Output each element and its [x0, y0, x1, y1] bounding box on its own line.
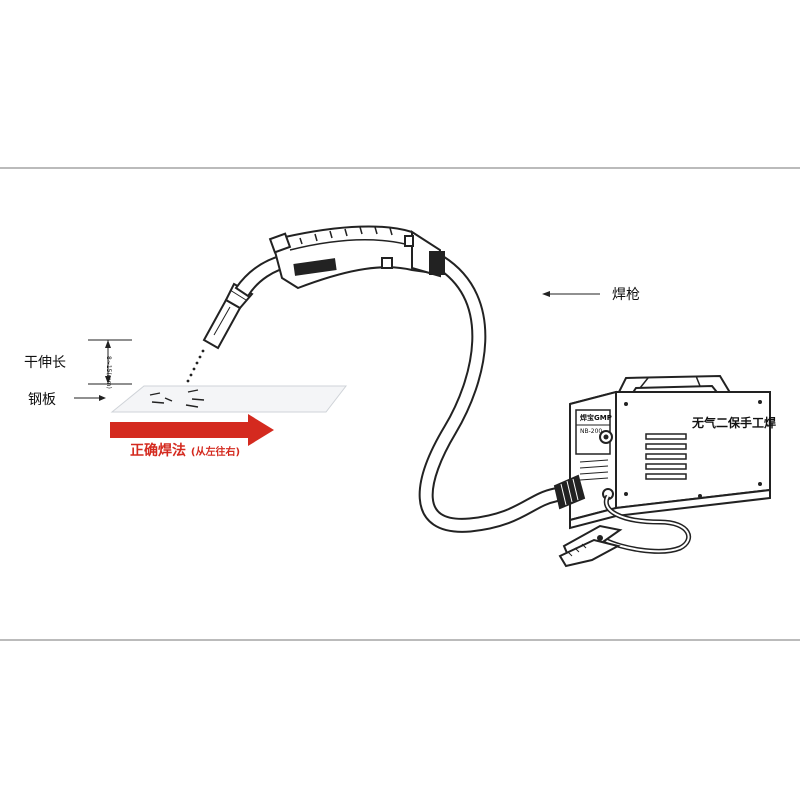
machine-brand: 焊宝GMP: [580, 414, 612, 422]
machine-model: NB-200: [580, 428, 603, 435]
stickout-dimension: [88, 339, 132, 385]
gun-label: 焊枪: [612, 287, 640, 303]
stickout-label: 干伸长: [24, 355, 66, 371]
direction-arrow: [110, 414, 274, 446]
stickout-range-label: 8~15(mm): [105, 356, 112, 389]
gun-pointer-arrow: [542, 291, 600, 297]
steel-plate: [110, 385, 348, 413]
hose: [418, 254, 563, 533]
plate-pointer-arrow: [74, 395, 106, 401]
correct-method-note: (从左往右): [190, 447, 241, 458]
correct-method-text: 正确焊法: [130, 443, 186, 459]
welding-machine: [553, 374, 771, 530]
correct-method-label: 正确焊法 (从左往右): [130, 440, 240, 460]
machine-side-text: 无气二保手工焊: [692, 416, 777, 430]
welding-gun: [202, 225, 445, 350]
plate-label: 钢板: [28, 392, 56, 408]
earth-clamp: [558, 494, 692, 568]
